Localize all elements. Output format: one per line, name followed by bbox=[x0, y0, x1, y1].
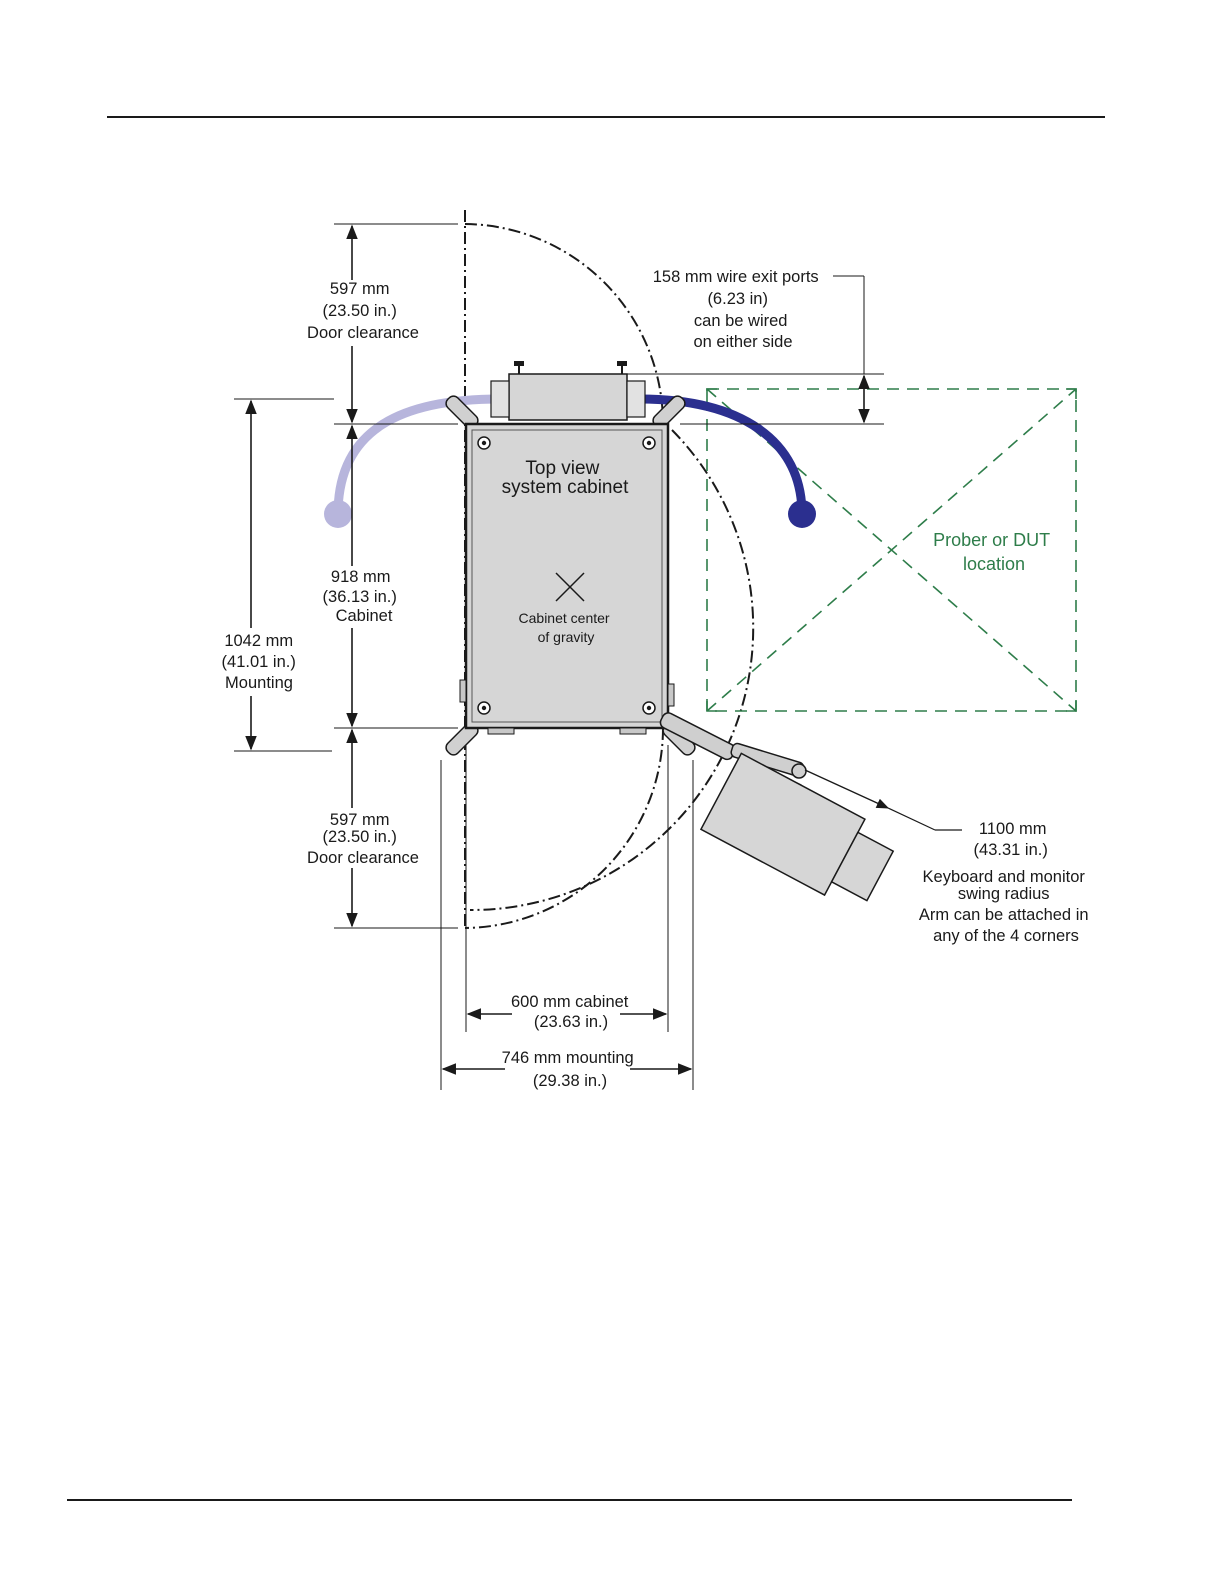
wire-exit-port bbox=[490, 361, 646, 421]
footer-rule bbox=[67, 1499, 1072, 1501]
door-bottom-label: 597 mm (23.50 in.) Door clearance bbox=[307, 811, 419, 867]
swing-radius-arrow bbox=[804, 769, 890, 809]
bottom-door-arc bbox=[464, 727, 664, 929]
prober-corner-arrows bbox=[706, 388, 1077, 712]
header-rule bbox=[107, 116, 1105, 118]
prober-location-box bbox=[706, 388, 1077, 712]
monitor-arm bbox=[659, 712, 895, 902]
mounting-width-label: 746 mm mounting (29.38 in.) bbox=[502, 1049, 639, 1090]
top-view-label: Top view system cabinet bbox=[502, 458, 629, 498]
top-door-arc bbox=[464, 223, 664, 425]
center-of-gravity-mark bbox=[555, 572, 585, 602]
system-cabinet bbox=[459, 422, 675, 735]
cabinet-width-label: 600 mm cabinet (23.63 in.) bbox=[511, 993, 633, 1031]
cabinet-height-label: 918 mm (36.13 in.) Cabinet bbox=[323, 568, 402, 625]
wire-ports-label: 158 mm wire exit ports (6.23 in) can be … bbox=[653, 268, 824, 351]
dimension-arrows bbox=[245, 224, 870, 1075]
cable-light bbox=[333, 394, 505, 519]
swing-radius-arc bbox=[469, 429, 755, 912]
prober-label: Prober or DUT location bbox=[933, 530, 1055, 574]
mounting-height-label: 1042 mm (41.01 in.) Mounting bbox=[222, 632, 301, 692]
door-top-label: 597 mm (23.50 in.) Door clearance bbox=[307, 280, 419, 342]
cable-light-end bbox=[324, 500, 352, 528]
cable-dark-end bbox=[788, 500, 816, 528]
center-of-gravity-label: Cabinet center of gravity bbox=[519, 610, 614, 645]
extension-lines bbox=[234, 223, 884, 1090]
swing-radius-label: 1100 mm (43.31 in.) Keyboard and monitor… bbox=[919, 820, 1093, 945]
